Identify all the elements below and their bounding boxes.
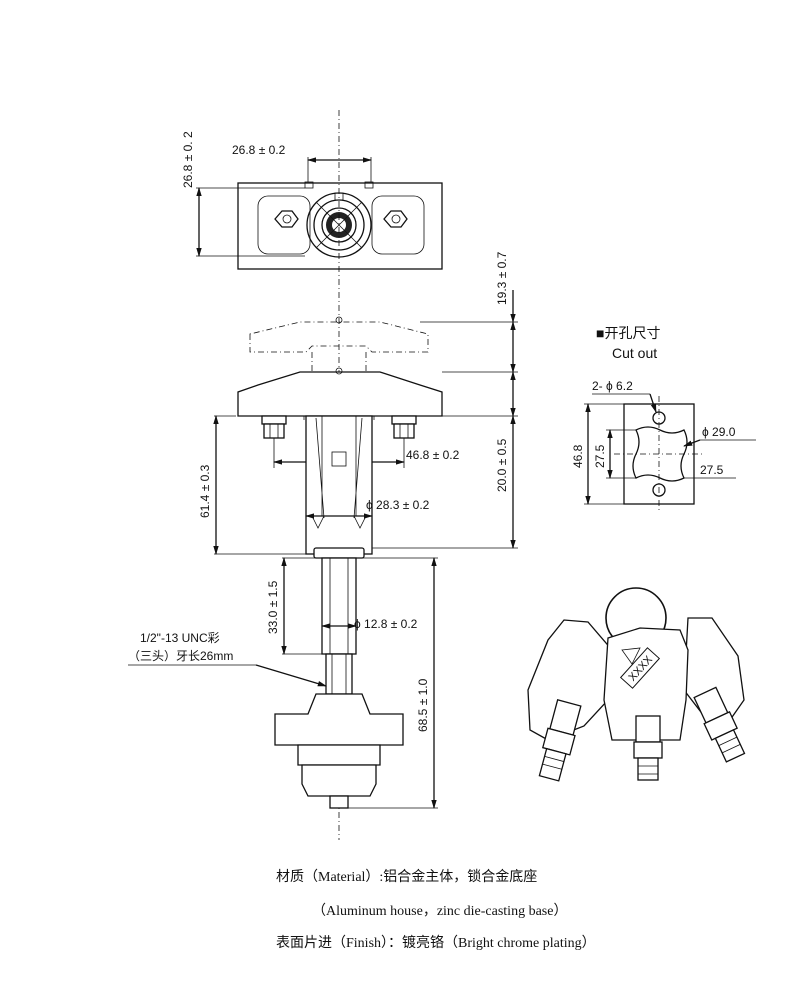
key-barrel-right <box>693 686 746 763</box>
cutout-diameter: ϕ 29.0 <box>702 425 736 439</box>
cutout-title-cn: ■开孔尺寸 <box>596 325 660 341</box>
cutout-inner-width: 27.5 <box>700 463 724 477</box>
dim-handle-height: 19.3 ± 0.7 <box>495 251 509 305</box>
left-nut <box>274 210 299 228</box>
dim-body-height: 61.4 ± 0.3 <box>198 464 212 518</box>
base-cam <box>274 693 404 746</box>
key-head-center <box>603 627 689 741</box>
cutout-inner-height: 27.5 <box>593 444 607 468</box>
top-plate <box>237 182 443 270</box>
top-view: 26.8 ± 0.2 26.8 ± 0. 2 <box>181 131 443 270</box>
top-plate-left-pad <box>257 195 311 255</box>
handle-raised-outline <box>249 321 429 353</box>
dim-stem-length: 33.0 ± 1.5 <box>266 580 280 634</box>
dim-total-length: 68.5 ± 1.0 <box>416 678 430 732</box>
left-washer <box>261 415 287 425</box>
cutout-holes-label: 2- ϕ 6.2 <box>592 379 633 393</box>
lock-body <box>305 415 373 555</box>
key-head-right <box>683 617 745 721</box>
right-stud-nut <box>393 423 415 439</box>
thread-note-line2: （三头）牙长26mm <box>128 649 233 663</box>
top-plate-right-pad <box>371 195 425 255</box>
cutout-view: ■开孔尺寸 Cut out 2- ϕ 6.2 46.8 27.5 ϕ 29.0 … <box>571 325 756 512</box>
threaded-shaft <box>325 653 353 695</box>
cutout-height: 46.8 <box>571 444 585 468</box>
cam-tip <box>329 795 349 809</box>
dim-stem-diameter: ϕ 12.8 ± 0.2 <box>354 617 418 631</box>
key-barrel-center <box>633 715 663 781</box>
material-note-en: （Aluminum house，zinc die-casting base） <box>312 904 568 919</box>
key-barrel-left <box>538 699 582 782</box>
dim-top-width: 26.8 ± 0.2 <box>232 143 286 157</box>
material-note: 材质（Material）:铝合金主体，锁合金底座 <box>276 870 538 885</box>
dim-body-diameter: ϕ 28.3 ± 0.2 <box>366 498 430 512</box>
left-nut-hole <box>282 214 292 224</box>
cutout-title-en: Cut out <box>612 345 657 361</box>
thread-note-line1: 1/2"-13 UNC彩 <box>140 631 220 645</box>
handle <box>237 371 443 417</box>
right-washer <box>391 415 417 425</box>
right-nut-hole <box>391 214 401 224</box>
dim-stud-spacing: 46.8 ± 0.2 <box>406 448 460 462</box>
finish-note: 表面片进（Finish）：镀亮铬（Bright chrome plating） <box>276 936 596 951</box>
right-nut <box>383 210 408 228</box>
dim-depth: 20.0 ± 0.5 <box>495 438 509 492</box>
key-set-illustration: XXXX <box>527 587 746 782</box>
side-view: 46.8 ± 0.2 ϕ 28.3 ± 0.2 ϕ 12.8 ± 0.2 61.… <box>128 110 518 840</box>
dim-top-height: 26.8 ± 0. 2 <box>181 131 195 188</box>
left-stud-nut <box>263 423 285 439</box>
stem <box>321 557 357 655</box>
